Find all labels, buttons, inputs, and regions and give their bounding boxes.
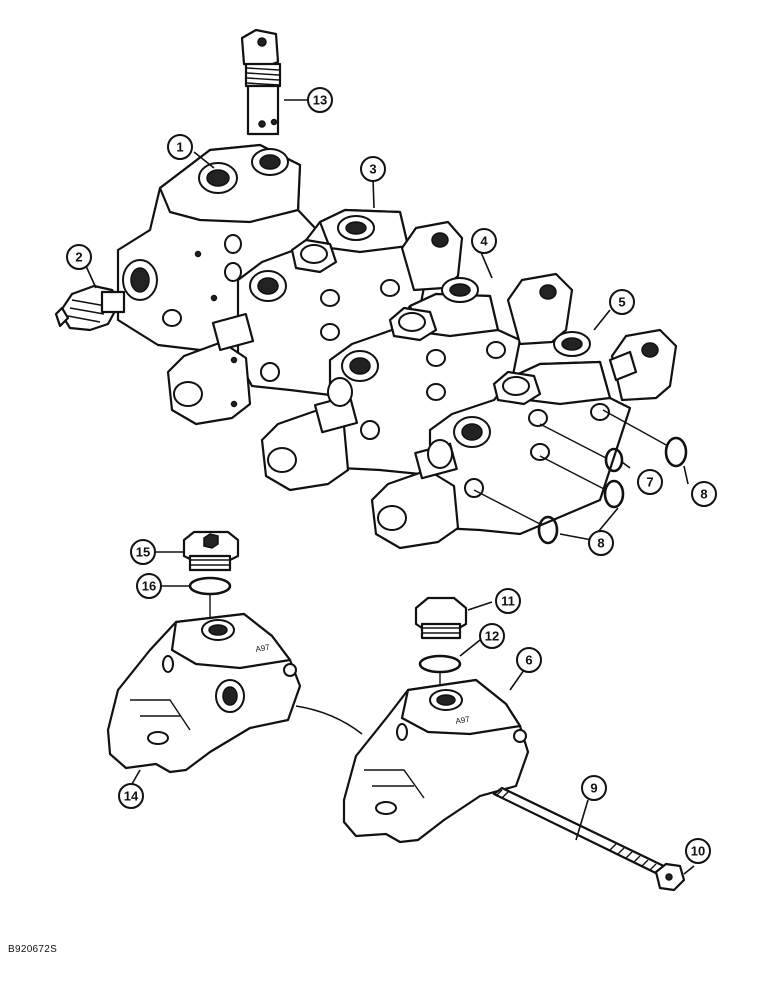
callout-1: 1 (167, 134, 193, 160)
callout-4: 4 (471, 228, 497, 254)
svg-text:6: 6 (525, 653, 532, 668)
o-ring-8-middle (603, 479, 625, 509)
o-ring-8-upper (664, 436, 688, 468)
svg-text:8: 8 (700, 487, 707, 502)
callout-2: 2 (66, 244, 92, 270)
svg-text:1: 1 (176, 140, 183, 155)
svg-text:A97: A97 (455, 715, 471, 726)
connection-arc (295, 705, 363, 735)
part-14-outlet-section: A97 (106, 612, 302, 774)
svg-text:9: 9 (590, 781, 597, 796)
svg-text:4: 4 (480, 234, 488, 249)
callout-12: 12 (479, 623, 505, 649)
callout-13: 13 (307, 87, 333, 113)
svg-text:8: 8 (597, 536, 604, 551)
part-10-nut (654, 862, 686, 892)
svg-text:14: 14 (124, 789, 139, 804)
svg-text:10: 10 (691, 844, 705, 859)
svg-text:5: 5 (618, 295, 625, 310)
callout-9: 9 (581, 775, 607, 801)
callout-3: 3 (360, 156, 386, 182)
part-15-plug (182, 530, 240, 572)
part-2-check-fitting (54, 284, 126, 332)
callout-11: 11 (495, 588, 521, 614)
svg-text:16: 16 (142, 579, 156, 594)
callout-8-upper: 8 (691, 481, 717, 507)
svg-text:A97: A97 (255, 643, 271, 654)
callout-5: 5 (609, 289, 635, 315)
part-13-relief-fitting (240, 28, 282, 136)
callout-16: 16 (136, 573, 162, 599)
callout-8-lower: 8 (588, 530, 614, 556)
callout-10: 10 (685, 838, 711, 864)
svg-text:13: 13 (313, 93, 327, 108)
leader-lines (85, 99, 695, 875)
part-16-o-ring (188, 576, 232, 596)
svg-text:11: 11 (501, 594, 515, 609)
svg-text:2: 2 (75, 250, 82, 265)
part-6-outlet-section: A97 (342, 678, 530, 844)
callout-15: 15 (130, 539, 156, 565)
callout-14: 14 (118, 783, 144, 809)
callout-6: 6 (516, 647, 542, 673)
part-11-plug (414, 596, 468, 640)
part-9-tie-rod (492, 786, 674, 880)
part-4-control-section (260, 272, 574, 492)
o-ring-8-lower (537, 515, 559, 545)
part-5-control-section (370, 328, 678, 550)
drawing-number: B920672S (8, 944, 58, 955)
callout-7: 7 (637, 469, 663, 495)
svg-text:12: 12 (485, 629, 499, 644)
o-ring-7 (604, 447, 624, 473)
svg-text:3: 3 (369, 162, 376, 177)
part-12-o-ring (418, 654, 462, 674)
svg-text:7: 7 (646, 475, 653, 490)
svg-text:15: 15 (136, 545, 150, 560)
o-rings (473, 409, 688, 545)
